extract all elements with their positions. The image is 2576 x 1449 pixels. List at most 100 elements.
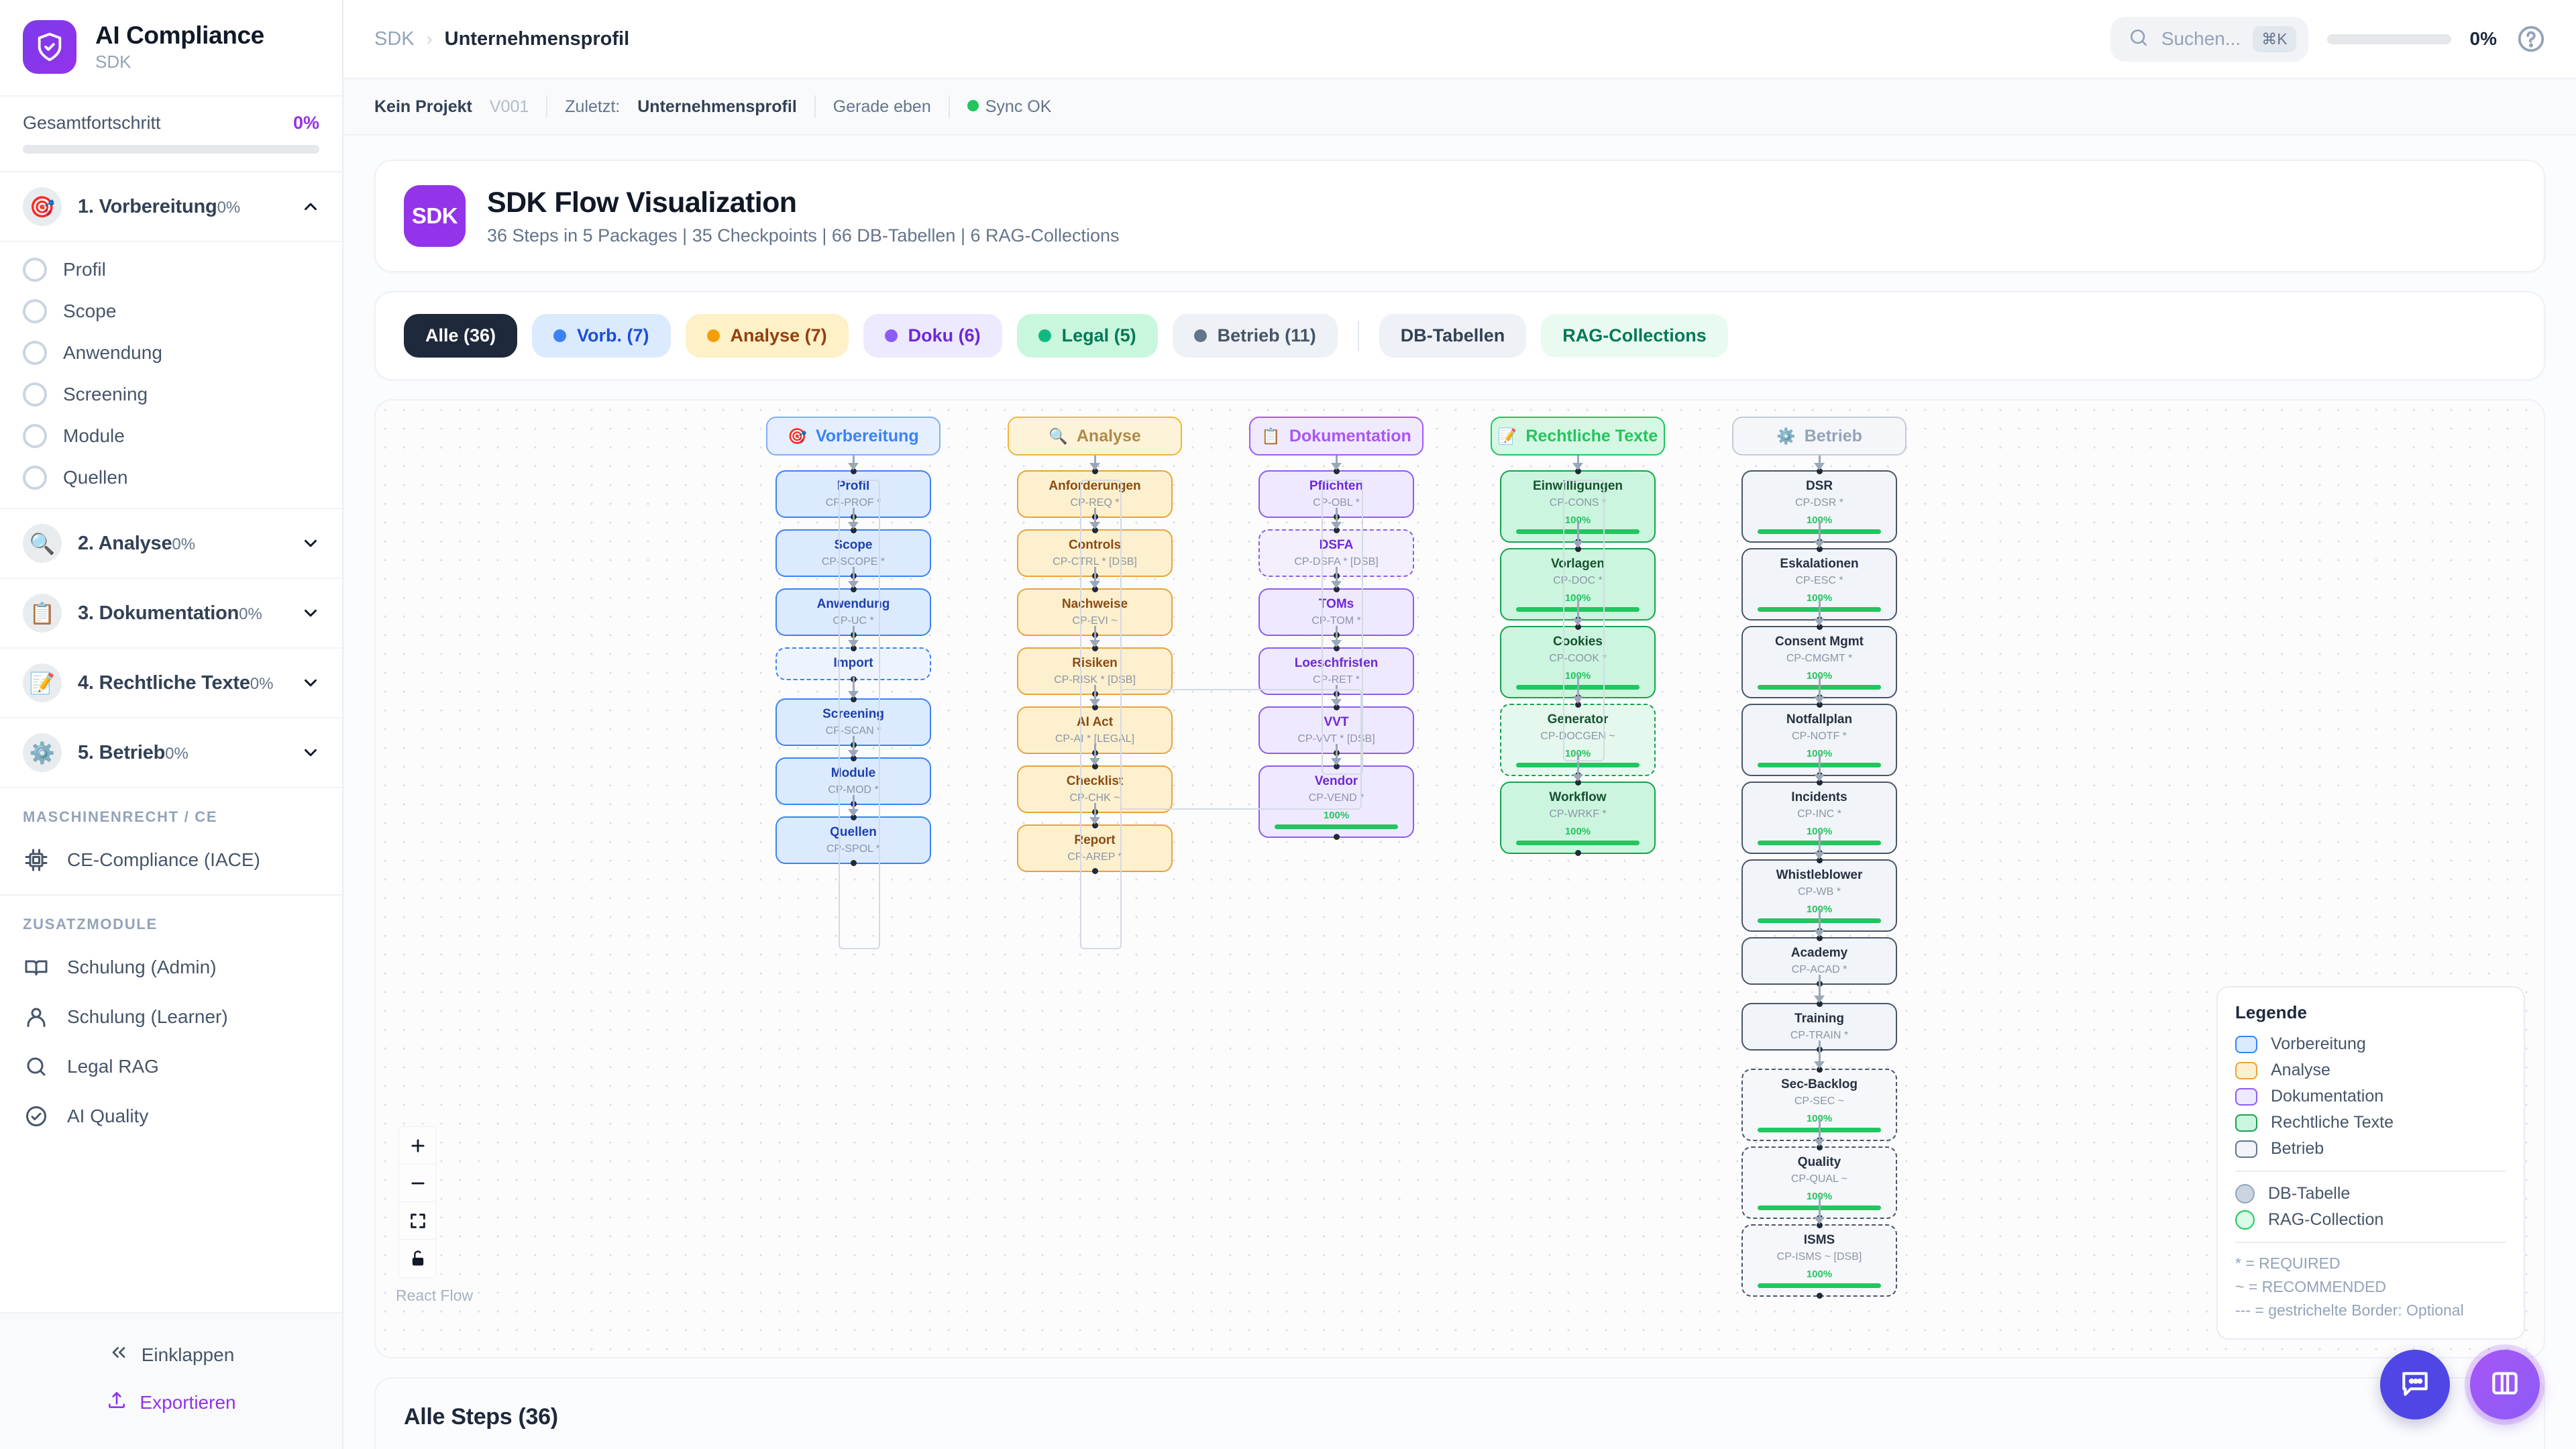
filter-chip-ana[interactable]: Analyse (7) [685,314,849,358]
node-handle-top[interactable] [1816,1067,1823,1073]
node-handle-top[interactable] [850,468,857,474]
node-handle-bottom[interactable] [1574,849,1581,856]
sidebar-item-legal-rag[interactable]: Legal RAG [0,1042,342,1091]
flow-column-header-doku[interactable]: 📋Dokumentation [1249,417,1424,455]
flow-zoom-controls[interactable] [398,1126,436,1278]
filter-chip-betr[interactable]: Betrieb (11) [1172,314,1338,358]
node-handle-top[interactable] [1333,468,1340,474]
chevron-up-icon[interactable] [299,195,322,218]
step-status-radio[interactable] [23,382,47,407]
node-handle-top[interactable] [850,814,857,820]
filter-chip-doku[interactable]: Doku (6) [863,314,1002,358]
node-handle-top[interactable] [1333,586,1340,592]
node-handle-bottom[interactable] [1816,1292,1823,1299]
sidebar-item-schulung-admin[interactable]: Schulung (Admin) [0,943,342,992]
flow-column-header-betr[interactable]: ⚙️Betrieb [1732,417,1907,455]
sidebar-item-anwendung[interactable]: Anwendung [0,332,342,374]
node-handle-top[interactable] [1091,822,1098,828]
zoom-out-button[interactable] [399,1165,435,1202]
filter-chip-all[interactable]: Alle (36) [404,314,518,358]
sidebar-item-scope[interactable]: Scope [0,290,342,332]
sidebar-item-quellen[interactable]: Quellen [0,457,342,498]
search-input[interactable]: Suchen... ⌘K [2110,16,2308,62]
chevron-down-icon[interactable] [299,602,322,625]
node-handle-top[interactable] [1091,763,1098,769]
node-handle-top[interactable] [1816,1222,1823,1228]
node-handle-top[interactable] [1091,586,1098,592]
node-handle-top[interactable] [1574,468,1581,474]
fit-view-button[interactable] [399,1202,435,1240]
side-panel-toggle-button[interactable] [2470,1350,2540,1419]
flow-column-header-vorb[interactable]: 🎯Vorbereitung [766,417,941,455]
step-status-radio[interactable] [23,466,47,490]
step-status-radio[interactable] [23,341,47,365]
sidebar-phase-2[interactable]: 🔍2. Analyse0% [0,509,342,579]
step-status-radio[interactable] [23,258,47,282]
export-button[interactable]: Exportieren [0,1379,342,1426]
node-handle-top[interactable] [1574,624,1581,630]
flow-canvas[interactable]: 🎯Vorbereitung 🔍Analyse 📋Dokumentation 📝Rech… [374,399,2545,1358]
chevron-down-icon[interactable] [299,532,322,555]
node-handle-top[interactable] [1816,780,1823,786]
node-handle-top[interactable] [1816,546,1823,552]
node-handle-top[interactable] [850,527,857,533]
flow-node-import[interactable]: Import [775,645,931,682]
lock-toggle-button[interactable] [399,1240,435,1277]
node-handle-top[interactable] [1816,1001,1823,1007]
react-flow-attribution[interactable]: React Flow [396,1287,474,1304]
node-handle-top[interactable] [1574,780,1581,786]
node-handle-top[interactable] [1816,468,1823,474]
chevron-down-icon[interactable] [299,741,322,764]
node-handle-top[interactable] [1816,702,1823,708]
node-handle-bottom[interactable] [1333,833,1340,840]
node-handle-top[interactable] [850,755,857,761]
node-handle-top[interactable] [1091,704,1098,710]
chevron-down-icon[interactable] [299,672,322,694]
step-status-radio[interactable] [23,424,47,448]
node-handle-top[interactable] [1333,763,1340,769]
step-status-radio[interactable] [23,299,47,323]
sidebar-item-ai-quality[interactable]: AI Quality [0,1091,342,1141]
node-handle-bottom[interactable] [850,859,857,866]
zoom-in-button[interactable] [399,1127,435,1165]
flow-column-header-legal[interactable]: 📝Rechtliche Texte [1491,417,1665,455]
chat-assistant-button[interactable] [2380,1350,2450,1419]
node-handle-bottom[interactable] [1091,867,1098,874]
sidebar-phase-3[interactable]: 📋3. Dokumentation0% [0,579,342,649]
node-handle-top[interactable] [1816,935,1823,941]
sidebar-item-ce-compliance[interactable]: CE-Compliance (IACE) [0,835,342,885]
breadcrumb-root[interactable]: SDK [374,28,415,50]
sidebar-item-screening[interactable]: Screening [0,374,342,415]
node-handle-top[interactable] [1091,468,1098,474]
filter-chip-vorb[interactable]: Vorb. (7) [532,314,671,358]
sidebar-phase-4[interactable]: 📝4. Rechtliche Texte0% [0,649,342,718]
flow-column-header-ana[interactable]: 🔍Analyse [1008,417,1182,455]
node-handle-top[interactable] [1091,527,1098,533]
collapse-sidebar-button[interactable]: Einklappen [0,1331,342,1379]
node-handle-top[interactable] [850,645,857,651]
sidebar-item-schulung-learner[interactable]: Schulung (Learner) [0,992,342,1042]
sidebar-phase-1[interactable]: 🎯1. Vorbereitung0% [0,172,342,242]
sidebar-item-profil[interactable]: Profil [0,249,342,290]
brand-header[interactable]: AI Compliance SDK [0,0,342,97]
node-handle-top[interactable] [850,696,857,702]
filter-chip-db[interactable]: DB-Tabellen [1379,314,1527,358]
filter-chip-legal[interactable]: Legal (5) [1016,314,1158,358]
filter-chip-rag[interactable]: RAG-Collections [1541,314,1728,358]
sidebar-item-module[interactable]: Module [0,415,342,457]
sidebar-phase-5[interactable]: ⚙️5. Betrieb0% [0,718,342,788]
node-handle-top[interactable] [1333,704,1340,710]
node-handle-top[interactable] [1574,546,1581,552]
node-handle-top[interactable] [1574,702,1581,708]
help-circle-icon[interactable] [2516,23,2546,54]
node-handle-top[interactable] [1333,645,1340,651]
node-handle-top[interactable] [1333,527,1340,533]
node-handle-top[interactable] [1816,1144,1823,1150]
node-handle-top[interactable] [1091,645,1098,651]
node-handle-top[interactable] [1816,624,1823,630]
